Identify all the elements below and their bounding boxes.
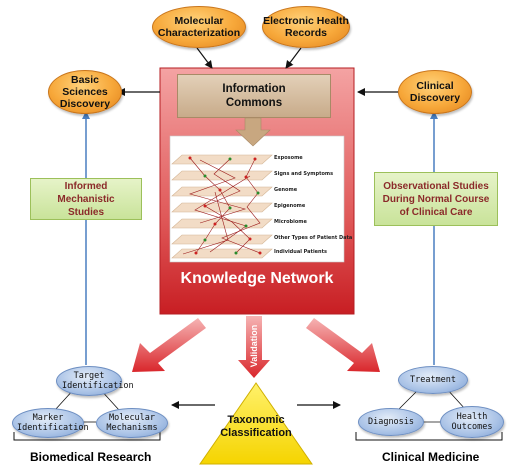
validation-label: Validation — [249, 324, 259, 368]
molecular-mechanisms-oval: Molecular Mechanisms — [96, 408, 168, 438]
validation-arrow — [238, 316, 270, 378]
commons-down-arrow — [235, 117, 271, 147]
informed-mechanistic-studies-box: Informed Mechanistic Studies — [30, 178, 142, 220]
clinical-discovery-label: Clinical Discovery — [409, 80, 461, 104]
layer-label-epigenome: Epigenome — [274, 203, 306, 209]
layer-label-genome: Genome — [274, 187, 298, 193]
marker-identification-oval: Marker Identification — [12, 408, 89, 438]
clinical-bracket — [355, 432, 503, 441]
health-outcomes-oval: Health Outcomes — [440, 406, 504, 438]
electronic-health-records-oval: Electronic Health Records — [262, 6, 350, 48]
biomedical-research-title: Biomedical Research — [30, 450, 152, 464]
target-identification-label: Target Identification — [62, 371, 134, 391]
taxonomic-triangle — [199, 382, 313, 465]
diagnosis-oval: Diagnosis — [358, 408, 424, 436]
layer-label-signs: Signs and Symptoms — [274, 171, 334, 177]
layer-label-microbiome: Microbiome — [274, 219, 307, 225]
taxonomic-classification-label: Taxonomic Classification — [220, 414, 292, 439]
arrow-molecular — [196, 47, 213, 69]
diagnosis-label: Diagnosis — [367, 417, 415, 427]
biomedical-bracket — [13, 432, 161, 441]
basic-sciences-discovery-oval: Basic Sciences Discovery — [48, 70, 122, 114]
observational-studies-label: Observational Studies During Normal Cour… — [382, 180, 490, 218]
informed-mechanistic-studies-label: Informed Mechanistic Studies — [57, 180, 115, 218]
electronic-health-records-label: Electronic Health Records — [263, 15, 349, 39]
clinical-discovery-oval: Clinical Discovery — [398, 70, 472, 114]
layer-label-other: Other Types of Patient Data — [274, 235, 353, 241]
arrow-ehr — [285, 47, 302, 69]
marker-identification-label: Marker Identification — [17, 413, 89, 433]
molecular-characterization-oval: Molecular Characterization — [152, 6, 246, 48]
target-identification-oval: Target Identification — [56, 366, 134, 396]
fat-arrow-left — [132, 318, 206, 372]
knowledge-network-title: Knowledge Network — [180, 270, 334, 287]
clinical-medicine-title: Clinical Medicine — [382, 450, 480, 464]
layer-label-exposome: Exposome — [274, 155, 303, 161]
observational-studies-box: Observational Studies During Normal Cour… — [374, 172, 498, 226]
basic-sciences-discovery-label: Basic Sciences Discovery — [59, 74, 111, 110]
treatment-label: Treatment — [409, 375, 457, 385]
health-outcomes-label: Health Outcomes — [451, 412, 493, 432]
information-commons-label: Information Commons — [222, 83, 286, 109]
information-commons-box: Information Commons — [177, 74, 331, 118]
treatment-oval: Treatment — [398, 366, 468, 394]
network-nodes — [188, 156, 262, 255]
layer-slabs — [171, 154, 273, 259]
molecular-characterization-label: Molecular Characterization — [157, 15, 241, 39]
molecular-mechanisms-label: Molecular Mechanisms — [106, 413, 158, 433]
fat-arrow-right — [306, 318, 380, 372]
layer-label-patients: Individual Patients — [274, 249, 327, 255]
